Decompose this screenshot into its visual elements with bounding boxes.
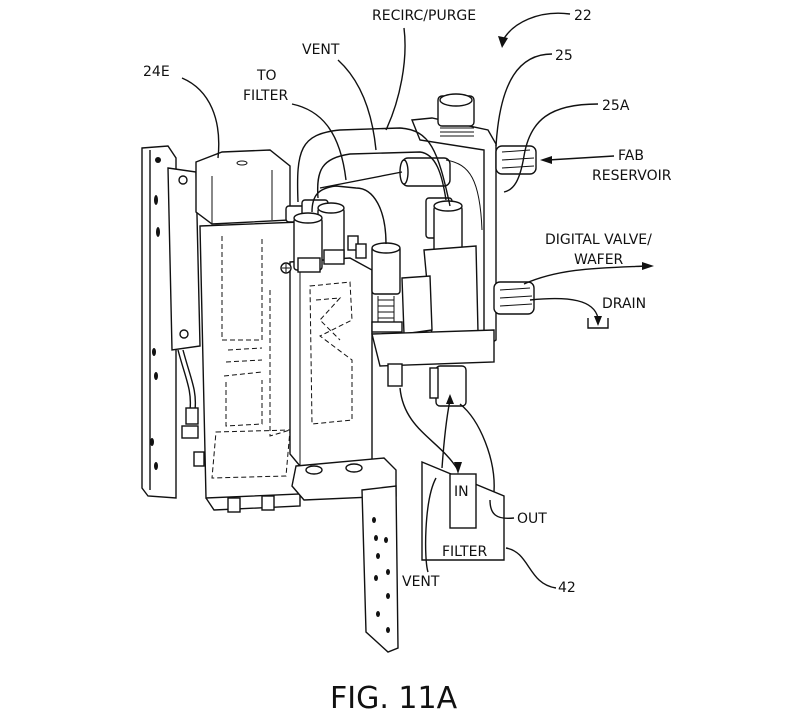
label-filter-in: IN: [454, 484, 469, 500]
label-wafer: WAFER: [574, 252, 624, 268]
label-drain: DRAIN: [602, 296, 646, 312]
leader-lines: [181, 12, 654, 329]
fitting-cluster-left: [285, 199, 367, 273]
arrow-drain: [529, 297, 599, 319]
ref-22: 22: [574, 8, 592, 24]
label-filter: FILTER: [442, 544, 487, 560]
leader-22: [501, 12, 571, 43]
reservoir-module: [195, 149, 301, 513]
fab-reservoir-fitting: [495, 145, 537, 175]
label-reservoir: RESERVOIR: [592, 168, 672, 184]
lower-bracket: [291, 457, 399, 653]
vent-leader: [424, 477, 437, 573]
line-filter-vent-up: [441, 399, 451, 469]
leader-42: [505, 547, 557, 589]
line-filter-out-up: [459, 403, 495, 493]
label-recirc-purge: RECIRC/PURGE: [372, 8, 476, 24]
leader-to-filter: [291, 103, 347, 181]
leader-vent: [337, 59, 377, 151]
leader-25: [495, 53, 553, 147]
valve-block: [371, 93, 497, 407]
mounting-bracket-left: [141, 145, 205, 499]
tubing: [296, 127, 451, 245]
center-block: [280, 257, 373, 467]
label-to-filter-2: FILTER: [243, 88, 288, 104]
ref-25A: 25A: [602, 98, 630, 114]
label-filter-vent: VENT: [402, 574, 440, 590]
line-to-filter-in: [399, 387, 459, 471]
figure-caption: FIG. 11A: [330, 681, 458, 716]
filter-schematic: [399, 387, 557, 589]
label-digital-valve: DIGITAL VALVE/: [545, 232, 652, 248]
ref-24E: 24E: [143, 64, 170, 80]
arrow-fab-reservoir: [547, 155, 615, 161]
vent-fitting: [371, 242, 403, 333]
label-vent-top: VENT: [302, 42, 340, 58]
label-filter-out: OUT: [517, 511, 547, 527]
leader-recirc: [385, 27, 406, 131]
label-fab: FAB: [618, 148, 644, 164]
ref-42: 42: [558, 580, 576, 596]
out-leader: [489, 499, 515, 520]
label-to-filter-1: TO: [256, 68, 277, 84]
ref-25: 25: [555, 48, 573, 64]
filter-inlet-tube: [449, 473, 477, 529]
drain-symbol: [587, 318, 609, 329]
arrow-digital-valve: [523, 265, 647, 285]
leader-25A: [503, 103, 599, 193]
outlet-fitting: [493, 281, 535, 315]
leader-24E: [181, 77, 220, 159]
